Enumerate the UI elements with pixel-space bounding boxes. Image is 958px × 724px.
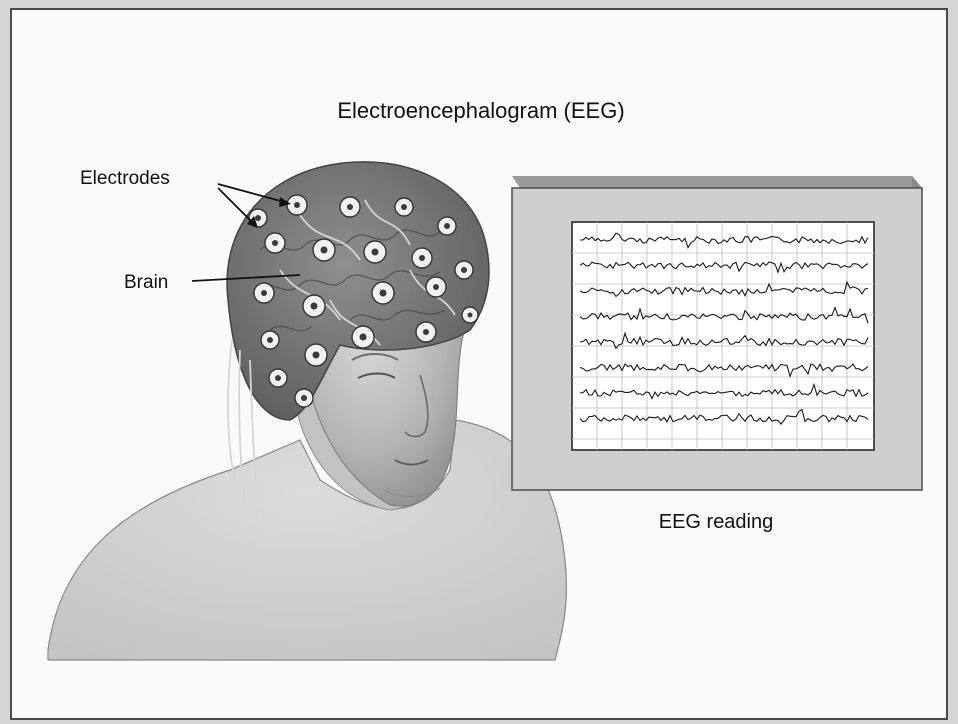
figure-title: Electroencephalogram (EEG) bbox=[337, 98, 624, 123]
monitor-top-edge bbox=[512, 176, 922, 188]
monitor-icon bbox=[512, 176, 922, 490]
eeg-reading-label: EEG reading bbox=[659, 511, 774, 533]
brain-label: Brain bbox=[124, 272, 168, 293]
electrodes-label: Electrodes bbox=[80, 168, 170, 189]
